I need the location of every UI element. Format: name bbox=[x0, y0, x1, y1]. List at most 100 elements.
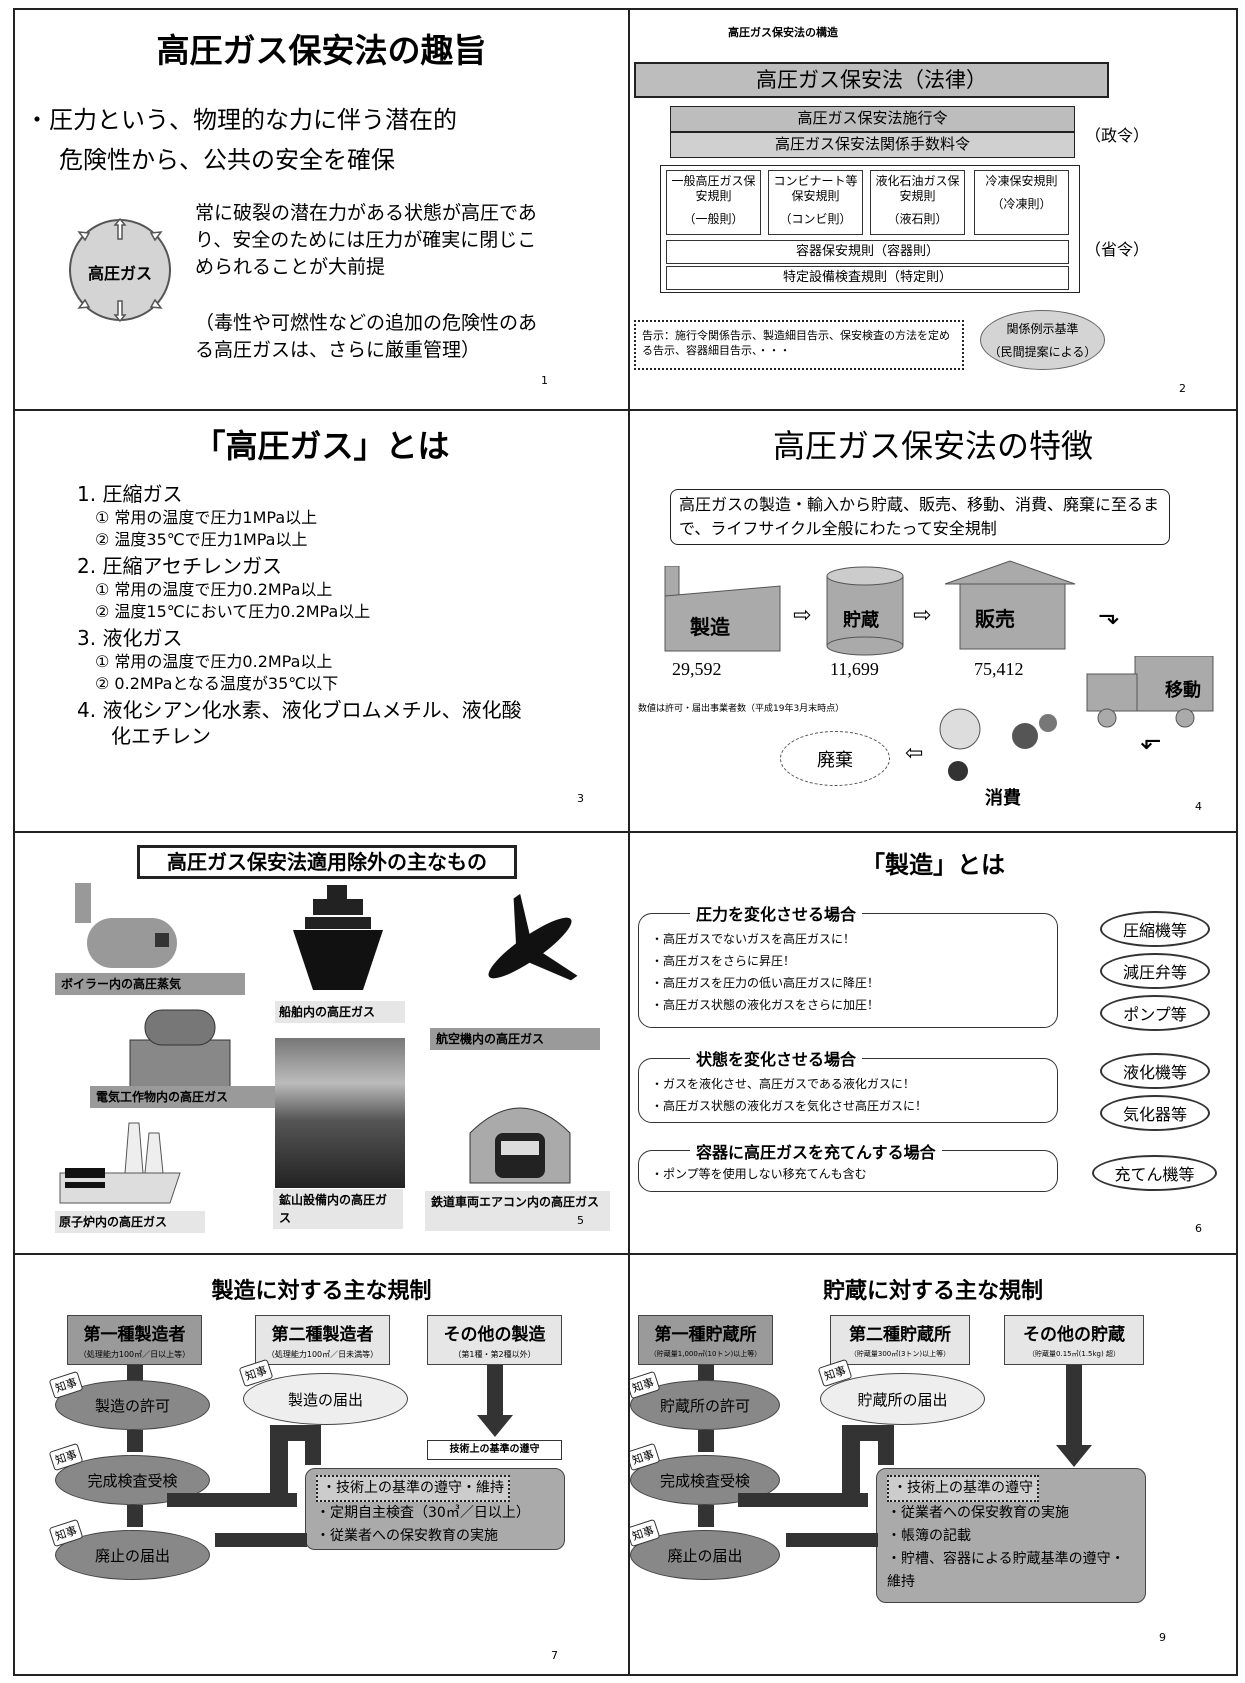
factory-icon bbox=[664, 566, 781, 652]
flow-arrow-shaft bbox=[127, 1505, 143, 1527]
pressure-group: ・高圧ガスでないガスを高圧ガスに！ ・高圧ガスをさらに昇圧！ ・高圧ガスを圧力の… bbox=[638, 913, 1058, 1028]
category-sub: （貯蔵量300㎥(3トン)以上等） bbox=[849, 1350, 951, 1358]
list-item-head: 3. 液化ガス bbox=[77, 626, 183, 650]
container-rule-box: 容器保安規則（容器則） bbox=[666, 240, 1069, 264]
row-divider bbox=[13, 1253, 1238, 1255]
train-tunnel-icon bbox=[469, 1107, 571, 1184]
explanation-note: （毒性や可燃性などの追加の危険性のある高圧ガスは、さらに厳重管理） bbox=[195, 312, 538, 361]
flow-arrow-shaft bbox=[786, 1533, 878, 1547]
list-item-sub: ② 0.2MPaとなる温度が35℃以下 bbox=[95, 674, 339, 693]
slide-3: 「高圧ガス」とは 1. 圧縮ガス ① 常用の温度で圧力1MPa以上 ② 温度35… bbox=[15, 411, 628, 831]
category-title: その他の貯蔵 bbox=[1023, 1325, 1125, 1345]
category-sub: （貯蔵量0.15㎥(1.5kg) 超） bbox=[1028, 1350, 1120, 1358]
count-note: 数値は許可・届出事業者数（平成19年3月末時点） bbox=[638, 704, 845, 714]
rule-short: （液石則） bbox=[887, 212, 948, 226]
obligation-text: 貯槽、容器による貯蔵基準の遵守・維持 bbox=[887, 1551, 1125, 1590]
slide-title: 「製造」とは bbox=[861, 851, 1005, 879]
pressure-circle-icon bbox=[69, 217, 171, 323]
count-value: 29,592 bbox=[672, 659, 722, 679]
slide-4: 高圧ガス保安法の特徴 高圧ガスの製造・輸入から貯蔵、販売、移動、消費、廃棄に至る… bbox=[630, 411, 1236, 831]
rule-name: 一般高圧ガス保安規則 bbox=[671, 174, 756, 203]
list-item-sub: ① 常用の温度で圧力0.2MPa以上 bbox=[95, 580, 333, 599]
page-number: 4 bbox=[1195, 800, 1202, 813]
slide-title: 高圧ガス保安法の趣旨 bbox=[156, 31, 487, 70]
slide-title: 高圧ガス保安法の構造 bbox=[728, 26, 838, 39]
arrow-right-icon: ⇨ bbox=[793, 603, 812, 628]
obligation-text: 定期自主検査（30㎥／日以上） bbox=[330, 1505, 530, 1521]
rule-short: （冷凍則） bbox=[991, 197, 1052, 211]
caption-airplane: 航空機内の高圧ガス bbox=[430, 1028, 600, 1050]
equipment-oval: 液化機等 bbox=[1100, 1053, 1210, 1089]
tech-standard-box: 技術上の基準の遵守 bbox=[427, 1440, 562, 1460]
group-item: ・高圧ガスでないガスを高圧ガスに！ bbox=[651, 932, 856, 946]
group-item: ・高圧ガスをさらに昇圧！ bbox=[651, 954, 796, 968]
flow-arrow-shaft bbox=[878, 1425, 894, 1465]
example-standard-oval: 関係例示基準 （民間提案による） bbox=[980, 310, 1105, 370]
page-sheet bbox=[13, 8, 1238, 1676]
obligation-item: ・定期自主検査（30㎥／日以上） bbox=[316, 1505, 530, 1521]
category-title: 第一種製造者 bbox=[83, 1325, 186, 1345]
state-group: ・ガスを液化させ、高圧ガスである液化ガスに！ ・高圧ガス状態の液化ガスを気化させ… bbox=[638, 1058, 1058, 1123]
group-item: ・ガスを液化させ、高圧ガスである液化ガスに！ bbox=[651, 1077, 915, 1091]
slide-title: 製造に対する主な規制 bbox=[211, 1279, 432, 1304]
electric-equipment-icon bbox=[129, 1009, 231, 1091]
caption-ship: 船舶内の高圧ガス bbox=[275, 1001, 405, 1023]
circle-label: 高圧ガス bbox=[87, 264, 152, 283]
slide-title-box: 高圧ガス保安法適用除外の主なもの bbox=[137, 845, 517, 879]
fee-box: 高圧ガス保安法関係手数料令 bbox=[670, 132, 1075, 158]
slide-6: 「製造」とは ・高圧ガスでないガスを高圧ガスに！ ・高圧ガスをさらに昇圧！ ・高… bbox=[630, 833, 1236, 1253]
obligation-item: ・従業者への保安教育の実施 bbox=[316, 1528, 498, 1544]
category-title: 第二種製造者 bbox=[271, 1325, 374, 1345]
row-divider bbox=[13, 831, 1238, 833]
column-divider bbox=[628, 8, 630, 1676]
mountain-photo bbox=[275, 1038, 405, 1188]
group-title: 圧力を変化させる場合 bbox=[690, 901, 863, 925]
obligation-text: 従業者への保安教育の実施 bbox=[901, 1505, 1069, 1521]
obligation-item: ・帳簿の記載 bbox=[887, 1528, 971, 1544]
equipment-oval: ポンプ等 bbox=[1100, 995, 1210, 1031]
rule-name: 液化石油ガス保安規則 bbox=[875, 174, 960, 203]
arrow-return-icon: ⬐ bbox=[1140, 726, 1162, 756]
group-item: ・高圧ガス状態の液化ガスをさらに加圧！ bbox=[651, 998, 880, 1012]
group-item: ・ポンプ等を使用しない移充てんも含む bbox=[651, 1167, 867, 1181]
rule-box: 冷凍保安規則 （冷凍則） bbox=[974, 170, 1069, 235]
obligation-text: 従業者への保安教育の実施 bbox=[330, 1528, 498, 1544]
page-number: 6 bbox=[1195, 1222, 1202, 1235]
page-number: 1 bbox=[541, 374, 548, 387]
shop-icon bbox=[944, 560, 1076, 650]
count-value: 75,412 bbox=[974, 659, 1024, 679]
reactor-icon bbox=[59, 1122, 181, 1204]
example-line: 関係例示基準 bbox=[1006, 322, 1079, 336]
equipment-oval: 圧縮機等 bbox=[1100, 911, 1210, 947]
category-sub: （第1種・第2種以外） bbox=[453, 1350, 536, 1359]
example-line: （民間提案による） bbox=[988, 345, 1097, 359]
obligation-text: 技術上の基準の遵守・維持 bbox=[336, 1480, 504, 1496]
page-number: 5 bbox=[577, 1214, 584, 1227]
list-item-sub: ② 温度35℃で圧力1MPa以上 bbox=[95, 530, 308, 549]
explanation-text: 常に破裂の潜在力がある状態が高圧であり、安全のためには圧力が確実に閉じこめられる… bbox=[195, 202, 537, 278]
description-box: 高圧ガスの製造・輸入から貯蔵、販売、移動、消費、廃棄に至るまで、ライフサイクル全… bbox=[670, 489, 1170, 545]
obligation-item: ・技術上の基準の遵守・維持 bbox=[316, 1475, 510, 1502]
obligation-item: ・従業者への保安教育の実施 bbox=[887, 1505, 1069, 1521]
caption-electric: 電気工作物内の高圧ガス bbox=[90, 1086, 290, 1108]
caption-boiler: ボイラー内の高圧蒸気 bbox=[55, 973, 245, 995]
caption-mine: 鉱山設備内の高圧ガス bbox=[273, 1189, 403, 1229]
caption-reactor: 原子炉内の高圧ガス bbox=[55, 1211, 205, 1233]
list-item-head: 2. 圧縮アセチレンガス bbox=[77, 554, 283, 578]
category-title: その他の製造 bbox=[443, 1325, 546, 1345]
rule-box: コンビナート等保安規則 （コンビ則） bbox=[768, 170, 863, 235]
rule-box: 一般高圧ガス保安規則 （一般則） bbox=[666, 170, 761, 235]
arrow-right-icon: ⇨ bbox=[913, 603, 932, 628]
rule-short: （一般則） bbox=[683, 212, 744, 226]
page-number: 2 bbox=[1179, 382, 1186, 395]
down-arrow-icon bbox=[1056, 1445, 1092, 1467]
category-sub: （貯蔵量1,000㎥(10トン)以上等） bbox=[649, 1350, 762, 1358]
boiler-icon bbox=[75, 883, 177, 968]
row-divider bbox=[13, 409, 1238, 411]
category-box: 第一種貯蔵所 （貯蔵量1,000㎥(10トン)以上等） bbox=[638, 1315, 773, 1365]
bullet-line: ・圧力という、物理的な力に伴う潜在的 bbox=[25, 106, 457, 134]
flow-arrow-shaft bbox=[127, 1365, 143, 1383]
equipment-oval: 充てん機等 bbox=[1092, 1155, 1217, 1191]
category-title: 第二種貯蔵所 bbox=[849, 1325, 951, 1345]
equipment-oval: 減圧弁等 bbox=[1100, 953, 1210, 989]
